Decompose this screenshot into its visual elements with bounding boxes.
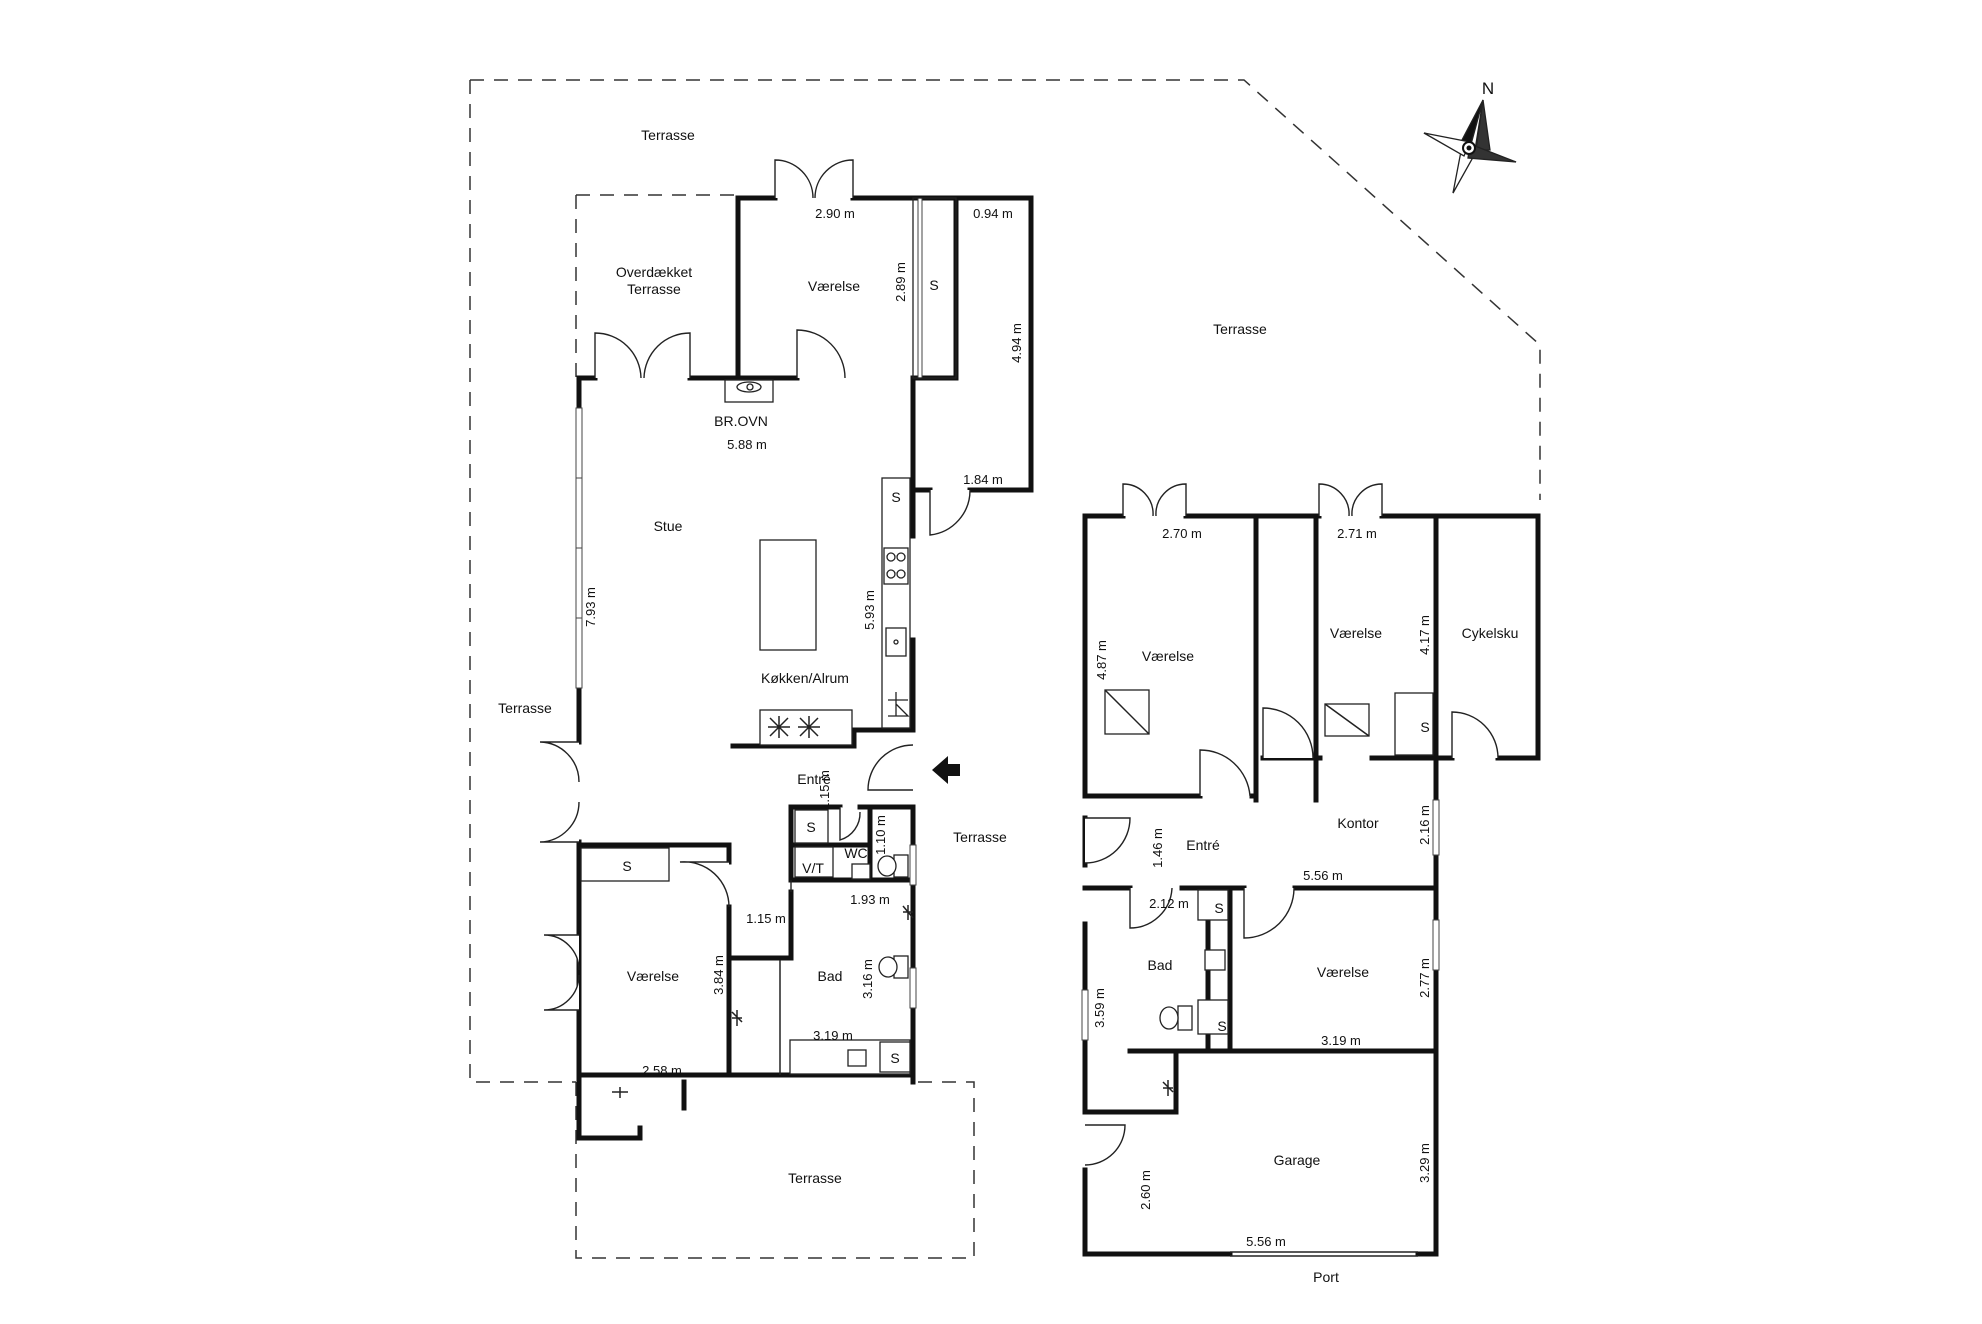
storage-label: S — [929, 277, 938, 293]
dim-label: 2.58 m — [642, 1063, 682, 1078]
dim-label: 2.12 m — [1149, 896, 1189, 911]
dim-label: 3.19 m — [813, 1028, 853, 1043]
dim-label: 4.94 m — [1009, 323, 1024, 363]
bad-cabinet — [879, 1041, 911, 1073]
dim-label: 0.94 m — [973, 206, 1013, 221]
dim-label: 2.90 m — [815, 206, 855, 221]
hatch-icon — [1104, 689, 1150, 735]
dim-label: 7.93 m — [583, 587, 598, 627]
dim-label: 2.16 m — [1417, 805, 1432, 845]
annex-wardrobe — [1394, 692, 1434, 756]
terrace-label-mid: Terrasse — [953, 829, 1007, 845]
room-label-bad: Bad — [1148, 957, 1173, 973]
entrance-arrow-icon — [932, 756, 960, 784]
kitchen-island — [759, 539, 817, 651]
annex-labels: Værelse Værelse Cykelsku Kontor Entré Ba… — [1092, 526, 1518, 1285]
terrace-label-left: Terrasse — [498, 700, 552, 716]
storage-label: S — [1217, 1018, 1226, 1034]
annex-bath-sink — [1204, 949, 1226, 971]
dim-label: 5.56 m — [1246, 1234, 1286, 1249]
dim-label: 3.84 m — [711, 955, 726, 995]
room-label-vaerelse-bottom: Værelse — [627, 968, 679, 984]
storage-label: S — [1214, 900, 1223, 916]
storage-label: S — [622, 858, 631, 874]
room-label-bad: Bad — [818, 968, 843, 984]
wc-sink — [851, 863, 871, 880]
bad-sink — [847, 1049, 867, 1067]
vt-cabinet — [794, 846, 834, 878]
room-label-garage: Garage — [1274, 1152, 1321, 1168]
dim-label: 5.88 m — [727, 437, 767, 452]
dim-label: 3.29 m — [1417, 1143, 1432, 1183]
room-label-vaerelse-1: Værelse — [1142, 648, 1194, 664]
room-label-vt: V/T — [802, 860, 824, 876]
room-label-vaerelse-3: Værelse — [1317, 964, 1369, 980]
dim-label: 5.56 m — [1303, 868, 1343, 883]
dim-label: 1.84 m — [963, 472, 1003, 487]
toilet-icon — [877, 854, 909, 878]
fixtures — [580, 197, 1434, 1098]
storage-box-entre — [794, 809, 829, 844]
dim-label: 2.71 m — [1337, 526, 1377, 541]
dim-label: 1.10 m — [873, 815, 888, 855]
doors — [539, 159, 1499, 1166]
fireplace-icon — [724, 379, 774, 403]
terrace-outlines — [469, 79, 1541, 1259]
dim-label: 2.60 m — [1138, 1170, 1153, 1210]
cooktop-icon — [768, 716, 820, 738]
stove-icon — [883, 547, 909, 585]
room-label-overdaekket-1: Overdækket — [616, 264, 692, 280]
annex-bath-cabinet — [1197, 889, 1229, 921]
room-label-wc: WC — [844, 845, 867, 861]
dim-label: 4.87 m — [1094, 640, 1109, 680]
room-label-kontor: Kontor — [1337, 815, 1379, 831]
drain-icon — [612, 905, 1174, 1098]
storage-label: S — [890, 1050, 899, 1066]
dim-label: 1.15 m — [746, 911, 786, 926]
compass-rose: N — [1423, 79, 1517, 194]
hatch-icon — [1324, 703, 1370, 737]
storage-closet-bottom — [580, 847, 670, 882]
dishwasher-icon — [888, 692, 910, 717]
sink-icon — [885, 627, 907, 657]
room-label-vaerelse-2: Værelse — [1330, 625, 1382, 641]
annex-bath-cabinet-2 — [1197, 999, 1229, 1035]
room-label-overdaekket-2: Terrasse — [627, 281, 681, 297]
dim-label: 4.17 m — [1417, 615, 1432, 655]
dim-label: 3.16 m — [860, 959, 875, 999]
annex-toilet-icon — [1159, 1005, 1193, 1031]
room-label-port: Port — [1313, 1269, 1339, 1285]
dim-label: 1.46 m — [1150, 828, 1165, 868]
room-label-entre: Entré — [797, 771, 831, 787]
windows — [575, 197, 1440, 1041]
kitchen-counter — [881, 477, 911, 729]
dim-label: 2.89 m — [893, 262, 908, 302]
dim-label: 5.93 m — [862, 590, 877, 630]
room-label-br-ovn: BR.OVN — [714, 413, 768, 429]
dim-label: 1.15 m — [817, 770, 832, 810]
dim-label: 2.70 m — [1162, 526, 1202, 541]
room-label-kokken: Køkken/Alrum — [761, 670, 849, 686]
storage-label: S — [806, 819, 815, 835]
storage-closet-top — [912, 197, 957, 379]
main-house-labels: Værelse Overdækket Terrasse BR.OVN Stue … — [583, 206, 1024, 1078]
terrace-label-right: Terrasse — [1213, 321, 1267, 337]
dim-label: 3.19 m — [1321, 1033, 1361, 1048]
storage-label: S — [1420, 719, 1429, 735]
storage-label: S — [891, 489, 900, 505]
room-label-cykelsku: Cykelsku — [1462, 625, 1519, 641]
terrace-label-bottom: Terrasse — [788, 1170, 842, 1186]
dim-label: 2.77 m — [1417, 958, 1432, 998]
room-label-entre: Entré — [1186, 837, 1220, 853]
bad-toilet-icon — [878, 955, 909, 979]
compass-north-label: N — [1482, 79, 1494, 98]
terrace-labels: Terrasse Terrasse Terrasse Terrasse Terr… — [498, 127, 1267, 1186]
dim-label: 3.59 m — [1092, 988, 1107, 1028]
room-label-vaerelse-top: Værelse — [808, 278, 860, 294]
room-label-stue: Stue — [654, 518, 683, 534]
terrace-label-top: Terrasse — [641, 127, 695, 143]
dim-label: 1.93 m — [850, 892, 890, 907]
